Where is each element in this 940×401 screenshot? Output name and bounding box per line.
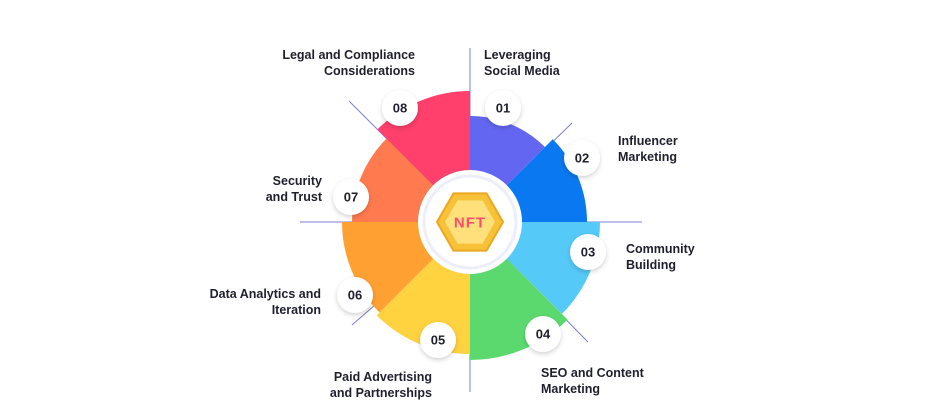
label-05-line-1: Paid Advertising (333, 370, 432, 384)
label-05: Paid Advertising and Partnerships (330, 369, 432, 401)
label-02-line-1: Influencer (618, 134, 678, 148)
label-04-line-2: Marketing (541, 382, 601, 396)
badge-07: 07 (333, 179, 369, 215)
label-04-line-1: SEO and Content (541, 366, 644, 380)
nft-hub: NFT (418, 170, 522, 274)
label-06-line-2: Iteration (271, 303, 321, 317)
label-06: Data Analytics and Iteration (210, 286, 321, 318)
label-06-line-1: Data Analytics and (209, 287, 321, 301)
badge-number: 06 (348, 288, 362, 303)
label-07-line-1: Security (272, 174, 322, 188)
badge-number: 05 (431, 333, 445, 348)
badge-08: 08 (382, 90, 418, 126)
label-03-line-2: Building (626, 258, 676, 272)
nft-label: NFT (454, 215, 486, 232)
badge-circle (337, 277, 373, 313)
badge-circle (382, 90, 418, 126)
label-04: SEO and Content Marketing (541, 365, 644, 397)
badge-06: 06 (337, 277, 373, 313)
label-05-line-2: and Partnerships (329, 386, 432, 400)
badge-number: 04 (536, 327, 551, 342)
label-01-line-2: Social Media (484, 64, 560, 78)
label-03: Community Building (626, 241, 695, 273)
label-07: Security and Trust (266, 173, 322, 205)
label-02-line-2: Marketing (618, 150, 678, 164)
label-08: Legal and Compliance Considerations (282, 47, 415, 79)
badge-02: 02 (564, 140, 600, 176)
label-08-line-2: Considerations (324, 64, 415, 78)
badge-number: 07 (344, 190, 358, 205)
badge-04: 04 (525, 316, 561, 352)
badge-05: 05 (420, 322, 456, 358)
badge-circle (333, 179, 369, 215)
badge-01: 01 (485, 90, 521, 126)
badge-circle (485, 90, 521, 126)
badge-circle (564, 140, 600, 176)
nft-hexagon-icon: NFT (435, 192, 505, 252)
label-08-line-1: Legal and Compliance (282, 48, 415, 62)
label-03-line-1: Community (626, 242, 695, 256)
badge-number: 02 (575, 151, 589, 166)
label-07-line-2: and Trust (265, 190, 322, 204)
label-01-line-1: Leveraging (484, 48, 551, 62)
badge-number: 03 (581, 245, 595, 260)
badge-circle (420, 322, 456, 358)
badge-03: 03 (570, 234, 606, 270)
badge-circle (570, 234, 606, 270)
badge-number: 01 (496, 101, 510, 116)
badge-number: 08 (393, 101, 407, 116)
label-02: Influencer Marketing (618, 133, 678, 165)
label-01: Leveraging Social Media (484, 47, 560, 79)
badge-circle (525, 316, 561, 352)
